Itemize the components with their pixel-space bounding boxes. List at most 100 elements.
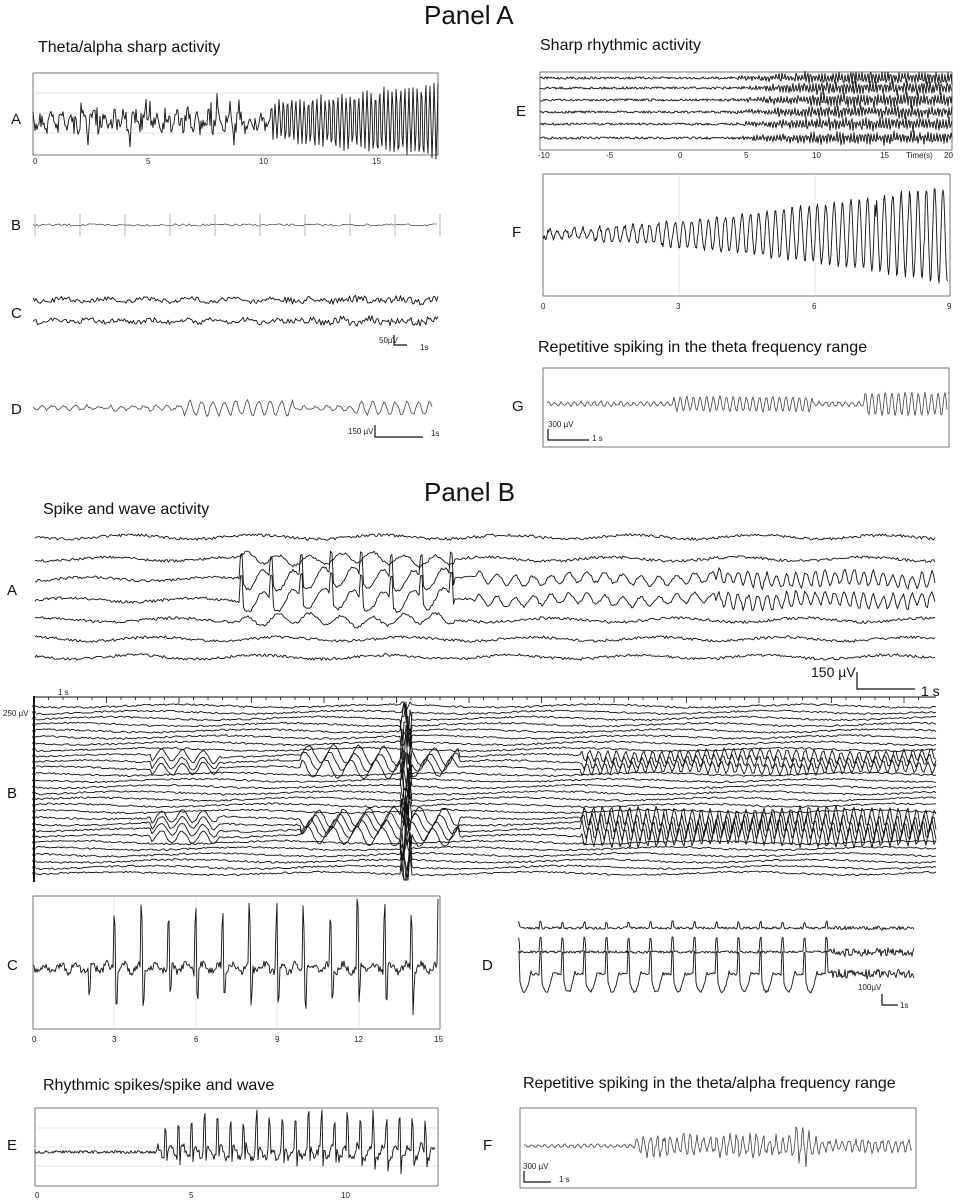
panel-b-b-channel-marker-10 bbox=[32, 766, 36, 770]
panel-b-b-channel-2 bbox=[35, 701, 937, 741]
panel-b-b-channel-27 bbox=[35, 838, 937, 881]
panel-b-b-channel-9 bbox=[35, 724, 937, 768]
panel-a-label-e: E bbox=[516, 103, 527, 120]
panel-a-b-trace bbox=[32, 223, 437, 227]
panel-b-c-tick-1: 3 bbox=[112, 1035, 117, 1044]
panel-b-b-channel-marker-13 bbox=[32, 785, 36, 789]
panel-a-f-tick-1: 3 bbox=[676, 302, 681, 311]
panel-b-b-channel-28 bbox=[35, 850, 937, 881]
panel-b-b-channel-marker-6 bbox=[32, 741, 36, 745]
panel-a-c-trace-1 bbox=[32, 294, 439, 306]
panel-b-b-channel-12 bbox=[35, 760, 937, 795]
panel-b-b-channel-marker-16 bbox=[32, 803, 36, 807]
panel-b-b-scale-time: 1 s bbox=[58, 688, 69, 697]
panel-b-b-channel-marker-7 bbox=[32, 747, 36, 751]
panel-a-g-scale-amp: 300 µV bbox=[548, 420, 574, 429]
panel-b-b-channel-marker-11 bbox=[32, 772, 36, 776]
panel-a-c-trace-2 bbox=[32, 315, 439, 327]
panel-b-a-traces bbox=[34, 533, 936, 661]
panel-b-f-scalebar bbox=[523, 1171, 551, 1183]
panel-b-b-channel-marker-22 bbox=[32, 840, 36, 844]
panel-b-label-c: C bbox=[7, 957, 18, 974]
panel-b-e-eeg: 0 5 10 bbox=[34, 1107, 439, 1200]
panel-b-b-channel-15 bbox=[35, 767, 937, 808]
panel-b-b-channel-13 bbox=[35, 760, 937, 810]
panel-b-b-channel-marker-4 bbox=[32, 729, 36, 733]
panel-b-b-channel-marker-9 bbox=[32, 760, 36, 764]
panel-b-b-traces bbox=[35, 701, 937, 881]
panel-b-d-scale-time: 1s bbox=[900, 1001, 908, 1010]
panel-a-c-scalebar bbox=[393, 335, 407, 346]
panel-b-b-channel-marker-25 bbox=[32, 859, 36, 863]
panel-b-b-channel-marker-27 bbox=[32, 871, 36, 875]
panel-a-e-tick-1: -5 bbox=[606, 151, 614, 160]
panel-a-b-eeg bbox=[32, 214, 441, 236]
panel-b-b-channel-8 bbox=[35, 746, 937, 772]
panel-b-b-channel-23 bbox=[36, 832, 937, 873]
panel-a-e-eeg: -10 -5 0 5 10 15 Time(s) 20 bbox=[538, 70, 953, 160]
panel-a-d-eeg: 150 µV 1s bbox=[32, 398, 439, 438]
panel-b-d-scalebar bbox=[881, 994, 898, 1006]
panel-b-a-channel-1 bbox=[34, 533, 936, 541]
panel-a-a-eeg: 0 5 10 15 bbox=[32, 72, 439, 166]
panel-b-b-channel-20 bbox=[35, 800, 937, 860]
panel-b-label-a: A bbox=[7, 582, 18, 599]
panel-b-f-scale-amp: 300 µV bbox=[523, 1162, 549, 1171]
panel-a-e-channel-6 bbox=[539, 130, 953, 146]
panel-b-spike-title: Spike and wave activity bbox=[43, 501, 210, 518]
panel-a-b-markers bbox=[34, 214, 441, 236]
panel-b-b-channel-marker-12 bbox=[32, 778, 36, 782]
panel-b-f-trace bbox=[523, 1126, 913, 1168]
panel-b-a-scale-time: 1 s bbox=[921, 683, 940, 699]
panel-a-d-scale-amp: 150 µV bbox=[348, 427, 374, 436]
panel-b-a-scalebar bbox=[856, 672, 915, 690]
panel-a-e-tick-4: 10 bbox=[812, 151, 821, 160]
panel-b-a-channel-3 bbox=[34, 550, 936, 592]
panel-a-f-tick-0: 0 bbox=[541, 302, 546, 311]
panel-a-e-channel-1 bbox=[539, 70, 953, 85]
panel-b-b-channel-6 bbox=[35, 715, 937, 761]
panel-a-c-scale-amp: 50µV bbox=[379, 336, 399, 345]
panel-b-b-channel-22 bbox=[35, 805, 937, 862]
panel-b-b-channel-4 bbox=[35, 701, 937, 748]
panel-b-b-channel-marker-8 bbox=[32, 754, 36, 758]
panel-a-a-tick-0: 0 bbox=[33, 157, 38, 166]
panel-b-f-scale-time: 1 s bbox=[559, 1175, 570, 1184]
panel-b-e-tick-2: 10 bbox=[341, 1191, 350, 1200]
panel-b-c-tick-3: 9 bbox=[275, 1035, 280, 1044]
panel-b-label-d: D bbox=[482, 957, 493, 974]
panel-b-b-channel-26 bbox=[35, 834, 937, 881]
panel-b-e-tick-0: 0 bbox=[35, 1191, 40, 1200]
panel-a-c-scale-time: 1s bbox=[420, 343, 428, 352]
panel-b-b-channel-marker-5 bbox=[32, 735, 36, 739]
panel-a-e-tick-6: 20 bbox=[944, 151, 953, 160]
panel-a-e-tick-2: 0 bbox=[678, 151, 683, 160]
panel-b-b-channel-1 bbox=[35, 701, 937, 713]
panel-a-label-f: F bbox=[512, 224, 522, 241]
panel-b-b-channel-3 bbox=[35, 709, 937, 748]
panel-b-b-channel-marker-19 bbox=[32, 822, 36, 826]
panel-b-b-channel-18 bbox=[35, 808, 937, 832]
panel-b-d-traces bbox=[517, 920, 915, 994]
panel-a-f-eeg: 0 3 6 9 bbox=[541, 173, 952, 311]
panel-b-a-eeg bbox=[34, 533, 936, 690]
panel-a-label-a: A bbox=[11, 111, 22, 128]
panel-a-g-scalebar bbox=[547, 429, 589, 441]
panel-a-e-tick-3: 5 bbox=[744, 151, 749, 160]
panel-a-g-title: Repetitive spiking in the theta frequenc… bbox=[538, 339, 868, 356]
panel-b-f-frame bbox=[519, 1107, 917, 1189]
panel-b-b-channel-10 bbox=[35, 751, 937, 786]
panel-a-right-title: Sharp rhythmic activity bbox=[540, 37, 701, 54]
panel-a-g-frame bbox=[542, 367, 950, 448]
panel-b-b-channel-11 bbox=[35, 752, 937, 798]
panel-a-g-eeg: 300 µV 1 s bbox=[542, 367, 950, 448]
panel-b-c-tick-5: 15 bbox=[434, 1035, 443, 1044]
panel-b-b-channel-5 bbox=[35, 701, 937, 735]
panel-a-label-b: B bbox=[11, 217, 22, 234]
panel-b-b-channel-marker-24 bbox=[32, 853, 36, 857]
panel-b-b-channel-17 bbox=[35, 785, 937, 823]
panel-b-c-tick-4: 12 bbox=[354, 1035, 363, 1044]
panel-b-b-channel-marker-17 bbox=[32, 809, 36, 813]
panel-b-label-f: F bbox=[483, 1137, 493, 1154]
panel-b-e-trace bbox=[34, 1109, 436, 1175]
